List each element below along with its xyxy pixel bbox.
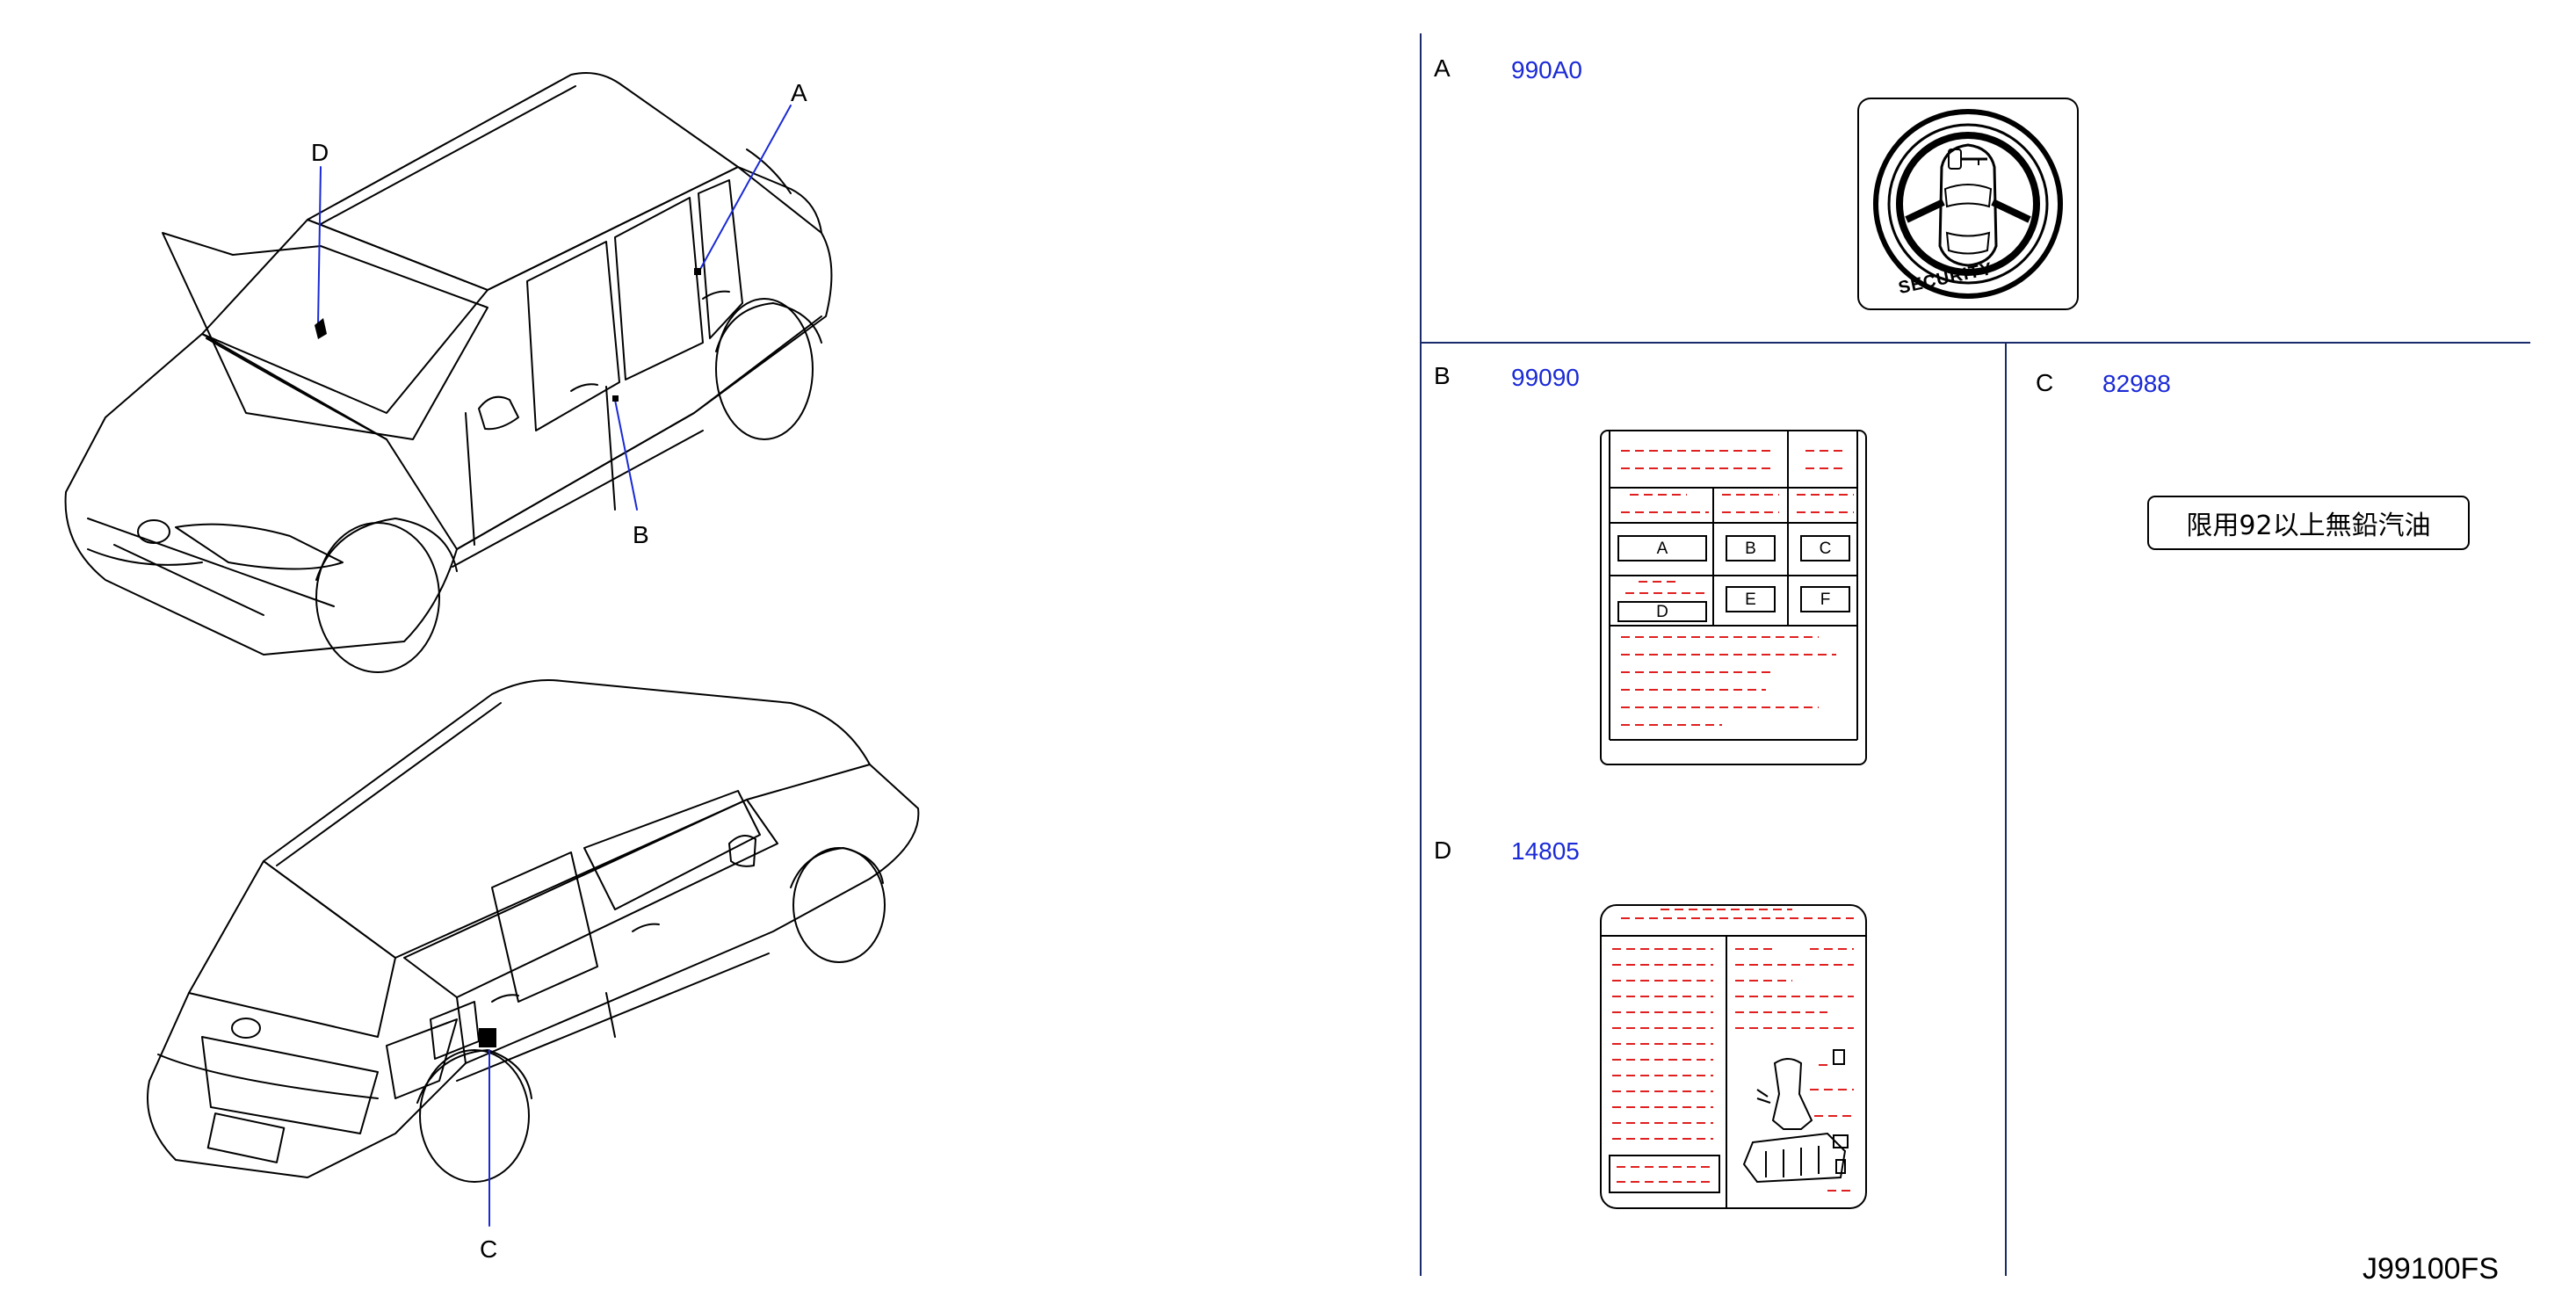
tire-cell-f: F [1820, 590, 1831, 609]
tire-cell-d: D [1656, 603, 1668, 621]
panel-d-part-number: 14805 [1511, 837, 1580, 865]
tire-placard-text-lines [1621, 450, 1854, 726]
callout-c: C [480, 1235, 498, 1263]
panel-c-letter: C [2036, 369, 2054, 396]
panel-c-part-number: 82988 [2102, 370, 2171, 397]
panel-d-letter: D [1434, 837, 1452, 864]
panel-a-part-number: 990A0 [1511, 56, 1582, 83]
front-car-leaders [317, 105, 792, 511]
car-illustrations [64, 72, 920, 1227]
label-d-marker [315, 318, 327, 339]
front-view-car [64, 72, 833, 673]
tire-cell-e: E [1745, 590, 1756, 609]
tire-cell-c: C [1819, 540, 1832, 558]
panel-b-part-number: 99090 [1511, 364, 1580, 391]
panel-a-letter: A [1434, 54, 1451, 82]
label-b-marker [612, 395, 619, 402]
diagram-code: J99100FS [2363, 1252, 2499, 1286]
rear-view-car [147, 679, 920, 1183]
emission-label-text-lines [1612, 909, 1854, 1192]
label-c-marker [479, 1028, 496, 1047]
fuel-label-text: 限用92以上無鉛汽油 [2186, 511, 2431, 541]
tire-placard [1600, 430, 1867, 765]
callout-a: A [791, 79, 807, 106]
callout-b: B [633, 521, 649, 548]
label-a-marker [694, 268, 701, 275]
panel-b-letter: B [1434, 362, 1451, 389]
tire-cell-b: B [1745, 540, 1756, 558]
security-label [1857, 98, 2079, 310]
emission-label [1600, 904, 1867, 1209]
callout-d: D [311, 139, 329, 166]
fuel-label-frame [2147, 496, 2470, 550]
tire-cell-a: A [1656, 540, 1668, 558]
